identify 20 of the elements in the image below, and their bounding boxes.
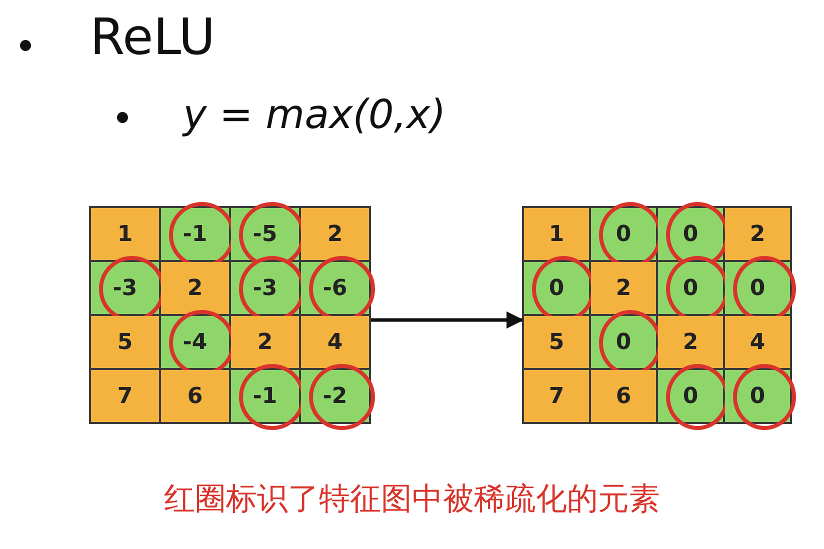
matrix-cell: 2 bbox=[161, 262, 229, 314]
matrix-cell: 4 bbox=[725, 316, 790, 368]
matrix-cell: 5 bbox=[524, 316, 589, 368]
matrix-cell: 1 bbox=[524, 208, 589, 260]
arrow bbox=[371, 311, 524, 329]
matrix-cell: 2 bbox=[725, 208, 790, 260]
formula-text: y = max(0,x) bbox=[183, 92, 446, 138]
matrix-cell: 6 bbox=[161, 370, 229, 422]
matrix-cell: 6 bbox=[591, 370, 656, 422]
matrix-cell: 4 bbox=[301, 316, 369, 368]
matrix-cell: 2 bbox=[591, 262, 656, 314]
caption: 红圈标识了特征图中被稀疏化的元素 bbox=[163, 480, 661, 519]
matrix-cell: 2 bbox=[301, 208, 369, 260]
matrix-cell: 1 bbox=[91, 208, 159, 260]
title: ReLU bbox=[90, 8, 216, 66]
matrix-cell: 2 bbox=[658, 316, 723, 368]
matrix-cell: 7 bbox=[91, 370, 159, 422]
matrix-cell: 5 bbox=[91, 316, 159, 368]
matrix-cell: 7 bbox=[524, 370, 589, 422]
matrix-cell: 2 bbox=[231, 316, 299, 368]
